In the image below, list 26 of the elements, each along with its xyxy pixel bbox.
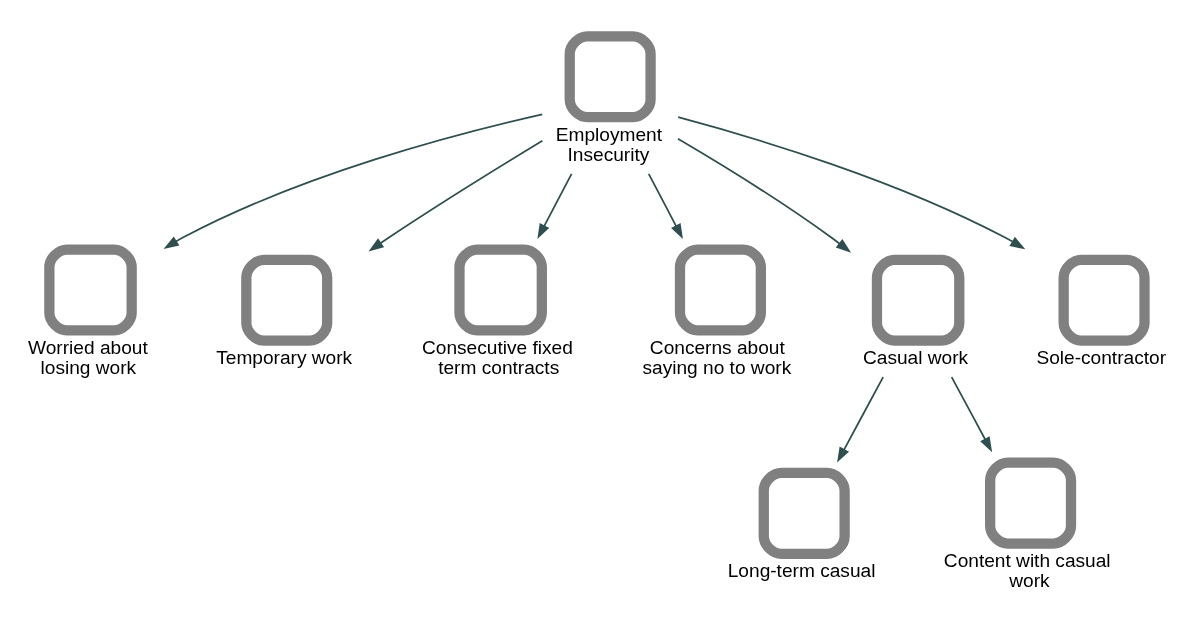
node-box xyxy=(44,244,137,336)
arrow xyxy=(368,139,544,252)
node-label: Content with casual work xyxy=(943,549,1111,592)
node-label: Consecutive fixed term contracts xyxy=(422,336,573,379)
node-label: Worried about losing work xyxy=(28,336,148,379)
arrow xyxy=(677,116,1026,250)
node-box xyxy=(1058,254,1150,346)
node-box xyxy=(454,244,547,336)
node-box xyxy=(674,244,766,336)
arrow xyxy=(677,137,852,253)
arrow xyxy=(837,376,884,463)
node-box xyxy=(985,457,1077,549)
arrow xyxy=(950,376,993,453)
node-label: Long-term casual xyxy=(727,560,876,582)
node-label: Employment Insecurity xyxy=(555,123,662,166)
arrow xyxy=(537,172,573,240)
node-label: Concerns about saying no to work xyxy=(642,336,792,379)
node-label: Casual work xyxy=(863,347,969,369)
arrow xyxy=(647,172,683,240)
node-box xyxy=(241,254,333,346)
arrow xyxy=(163,113,544,250)
node-box xyxy=(564,31,656,123)
node-box xyxy=(758,467,850,559)
node-label: Sole-contractor xyxy=(1036,347,1167,369)
node-box xyxy=(871,254,965,346)
node-label: Temporary work xyxy=(216,347,353,369)
